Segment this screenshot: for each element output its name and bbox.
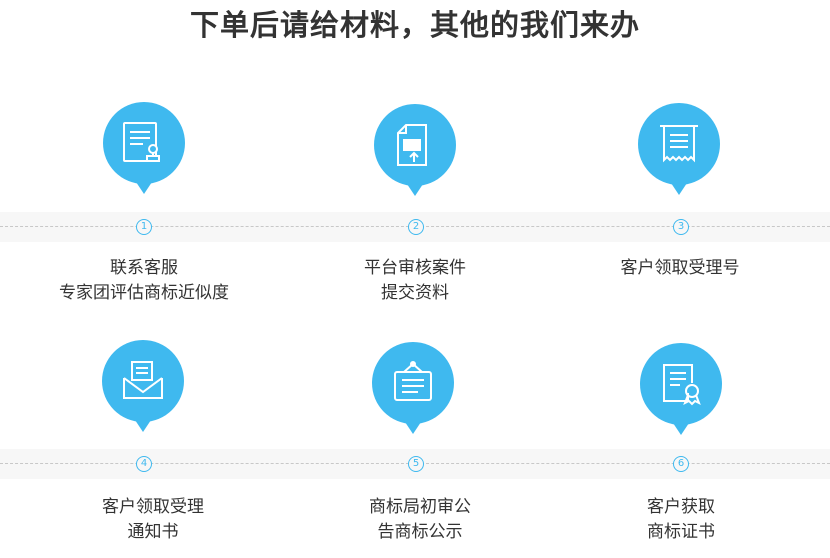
page-title: 下单后请给材料，其他的我们来办 <box>189 8 640 42</box>
step-label-1: 联系客服 专家团评估商标近似度 <box>24 256 264 306</box>
notice-board-icon <box>372 342 454 434</box>
step-2-line-1: 平台审核案件 <box>364 258 466 278</box>
receipt-icon <box>638 103 720 195</box>
step-number-2: 2 <box>408 219 424 235</box>
step-2-line-2: 提交资料 <box>381 283 449 303</box>
step-label-5: 商标局初审公 告商标公示 <box>300 495 540 545</box>
step-number-3: 3 <box>673 219 689 235</box>
step-6-line-2: 商标证书 <box>647 522 715 542</box>
step-number-4: 4 <box>136 456 152 472</box>
step-3-line-1: 客户领取受理号 <box>620 258 740 278</box>
step-label-4: 客户领取受理 通知书 <box>33 495 273 545</box>
certificate-icon <box>640 343 722 435</box>
step-5-line-1: 商标局初审公 <box>369 497 471 517</box>
step-4-line-1: 客户领取受理 <box>102 497 204 517</box>
document-stamp-icon <box>103 102 185 194</box>
step-1-line-2: 专家团评估商标近似度 <box>59 283 229 303</box>
step-number-1: 1 <box>136 219 152 235</box>
upload-document-icon <box>374 104 456 196</box>
step-4-line-2: 通知书 <box>127 522 179 542</box>
mail-envelope-icon <box>102 340 184 432</box>
step-1-line-1: 联系客服 <box>110 258 178 278</box>
step-5-line-2: 告商标公示 <box>377 522 463 542</box>
step-number-6: 6 <box>673 456 689 472</box>
step-label-6: 客户获取 商标证书 <box>561 495 801 545</box>
step-label-2: 平台审核案件 提交资料 <box>295 256 535 306</box>
step-number-5: 5 <box>408 456 424 472</box>
step-6-line-1: 客户获取 <box>647 497 715 517</box>
step-label-3: 客户领取受理号 <box>560 256 800 281</box>
